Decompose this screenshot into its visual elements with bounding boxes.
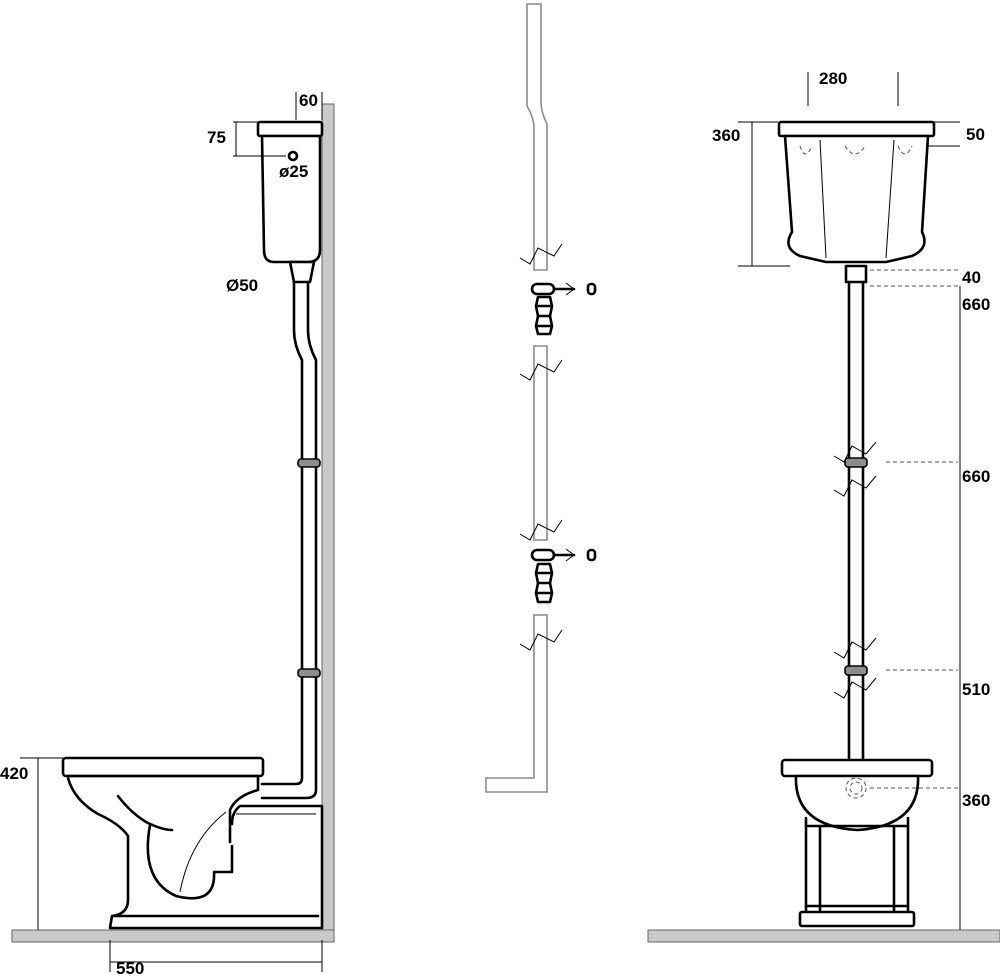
side-dim-75: 75 bbox=[207, 128, 226, 147]
side-dim-550: 550 bbox=[116, 959, 144, 976]
pipe-connector-upper bbox=[530, 282, 597, 336]
exploded-pipe-view bbox=[485, 3, 597, 793]
front-dim-510: 510 bbox=[962, 680, 990, 699]
front-dim-40: 40 bbox=[962, 268, 981, 287]
pipe-segment-bottom bbox=[485, 614, 563, 793]
side-pipe-clamp-upper bbox=[297, 458, 321, 468]
front-dim-360-bowl: 360 bbox=[962, 791, 990, 810]
front-dim-360-cistern: 360 bbox=[712, 126, 740, 145]
side-cistern bbox=[256, 120, 324, 284]
front-pipe-clamp-upper bbox=[844, 457, 868, 468]
side-flush-pipe bbox=[260, 280, 321, 800]
pipe-segment-top bbox=[519, 3, 563, 271]
front-dim-660-middle: 660 bbox=[962, 467, 990, 486]
side-toilet-pan bbox=[61, 756, 324, 930]
front-dim-50: 50 bbox=[966, 125, 985, 144]
side-dim-inlet: ø25 bbox=[279, 162, 308, 181]
side-dimensions bbox=[20, 92, 323, 972]
pipe-segment-middle bbox=[519, 345, 563, 541]
front-cistern bbox=[777, 120, 936, 284]
front-floor bbox=[647, 929, 1000, 943]
front-dim-660-top: 660 bbox=[962, 295, 990, 314]
side-view: 60 75 ø25 Ø50 420 550 bbox=[0, 91, 335, 976]
front-pipe-clamp-lower bbox=[844, 665, 868, 676]
side-wall bbox=[321, 103, 335, 943]
front-view: 280 360 50 40 660 660 510 360 bbox=[647, 69, 1000, 943]
side-pipe-clamp-lower bbox=[297, 668, 321, 678]
front-flush-pipe bbox=[833, 280, 877, 772]
side-dim-420: 420 bbox=[0, 764, 28, 783]
front-dim-280: 280 bbox=[819, 69, 847, 88]
side-dim-pipe-diameter: Ø50 bbox=[226, 276, 258, 295]
side-dim-60: 60 bbox=[299, 91, 318, 110]
front-dimensions bbox=[738, 72, 961, 930]
front-toilet-pan bbox=[780, 758, 934, 928]
side-floor bbox=[11, 929, 335, 943]
pipe-connector-lower bbox=[530, 548, 597, 604]
